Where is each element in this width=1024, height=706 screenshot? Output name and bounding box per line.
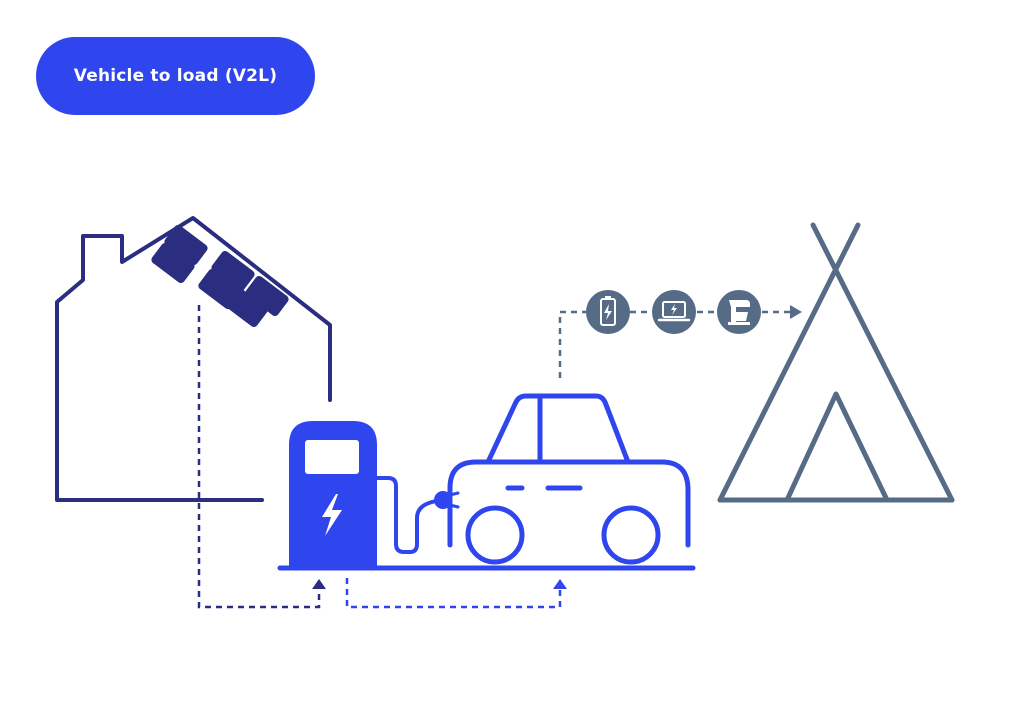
- house-icon: [55, 216, 332, 502]
- station-flow-line: [345, 578, 562, 609]
- arrow-up-icon: [312, 579, 326, 589]
- lightning-bolt-icon: [322, 494, 342, 536]
- title-badge: Vehicle to load (V2L): [36, 37, 315, 115]
- charging-station-icon: [289, 421, 460, 568]
- house-flow-line: [197, 305, 321, 609]
- arrow-up-icon: [553, 579, 567, 589]
- arrow-right-icon: [790, 305, 802, 319]
- car-icon: [447, 393, 691, 565]
- laptop-icon: [652, 290, 696, 334]
- tent-icon: [717, 222, 955, 503]
- title-badge-label: Vehicle to load (V2L): [73, 66, 278, 86]
- solar-panel-icon: [151, 224, 289, 328]
- appliance-flow-line: [558, 310, 790, 378]
- battery-icon: [586, 290, 630, 334]
- stand-mixer-icon: [717, 290, 761, 334]
